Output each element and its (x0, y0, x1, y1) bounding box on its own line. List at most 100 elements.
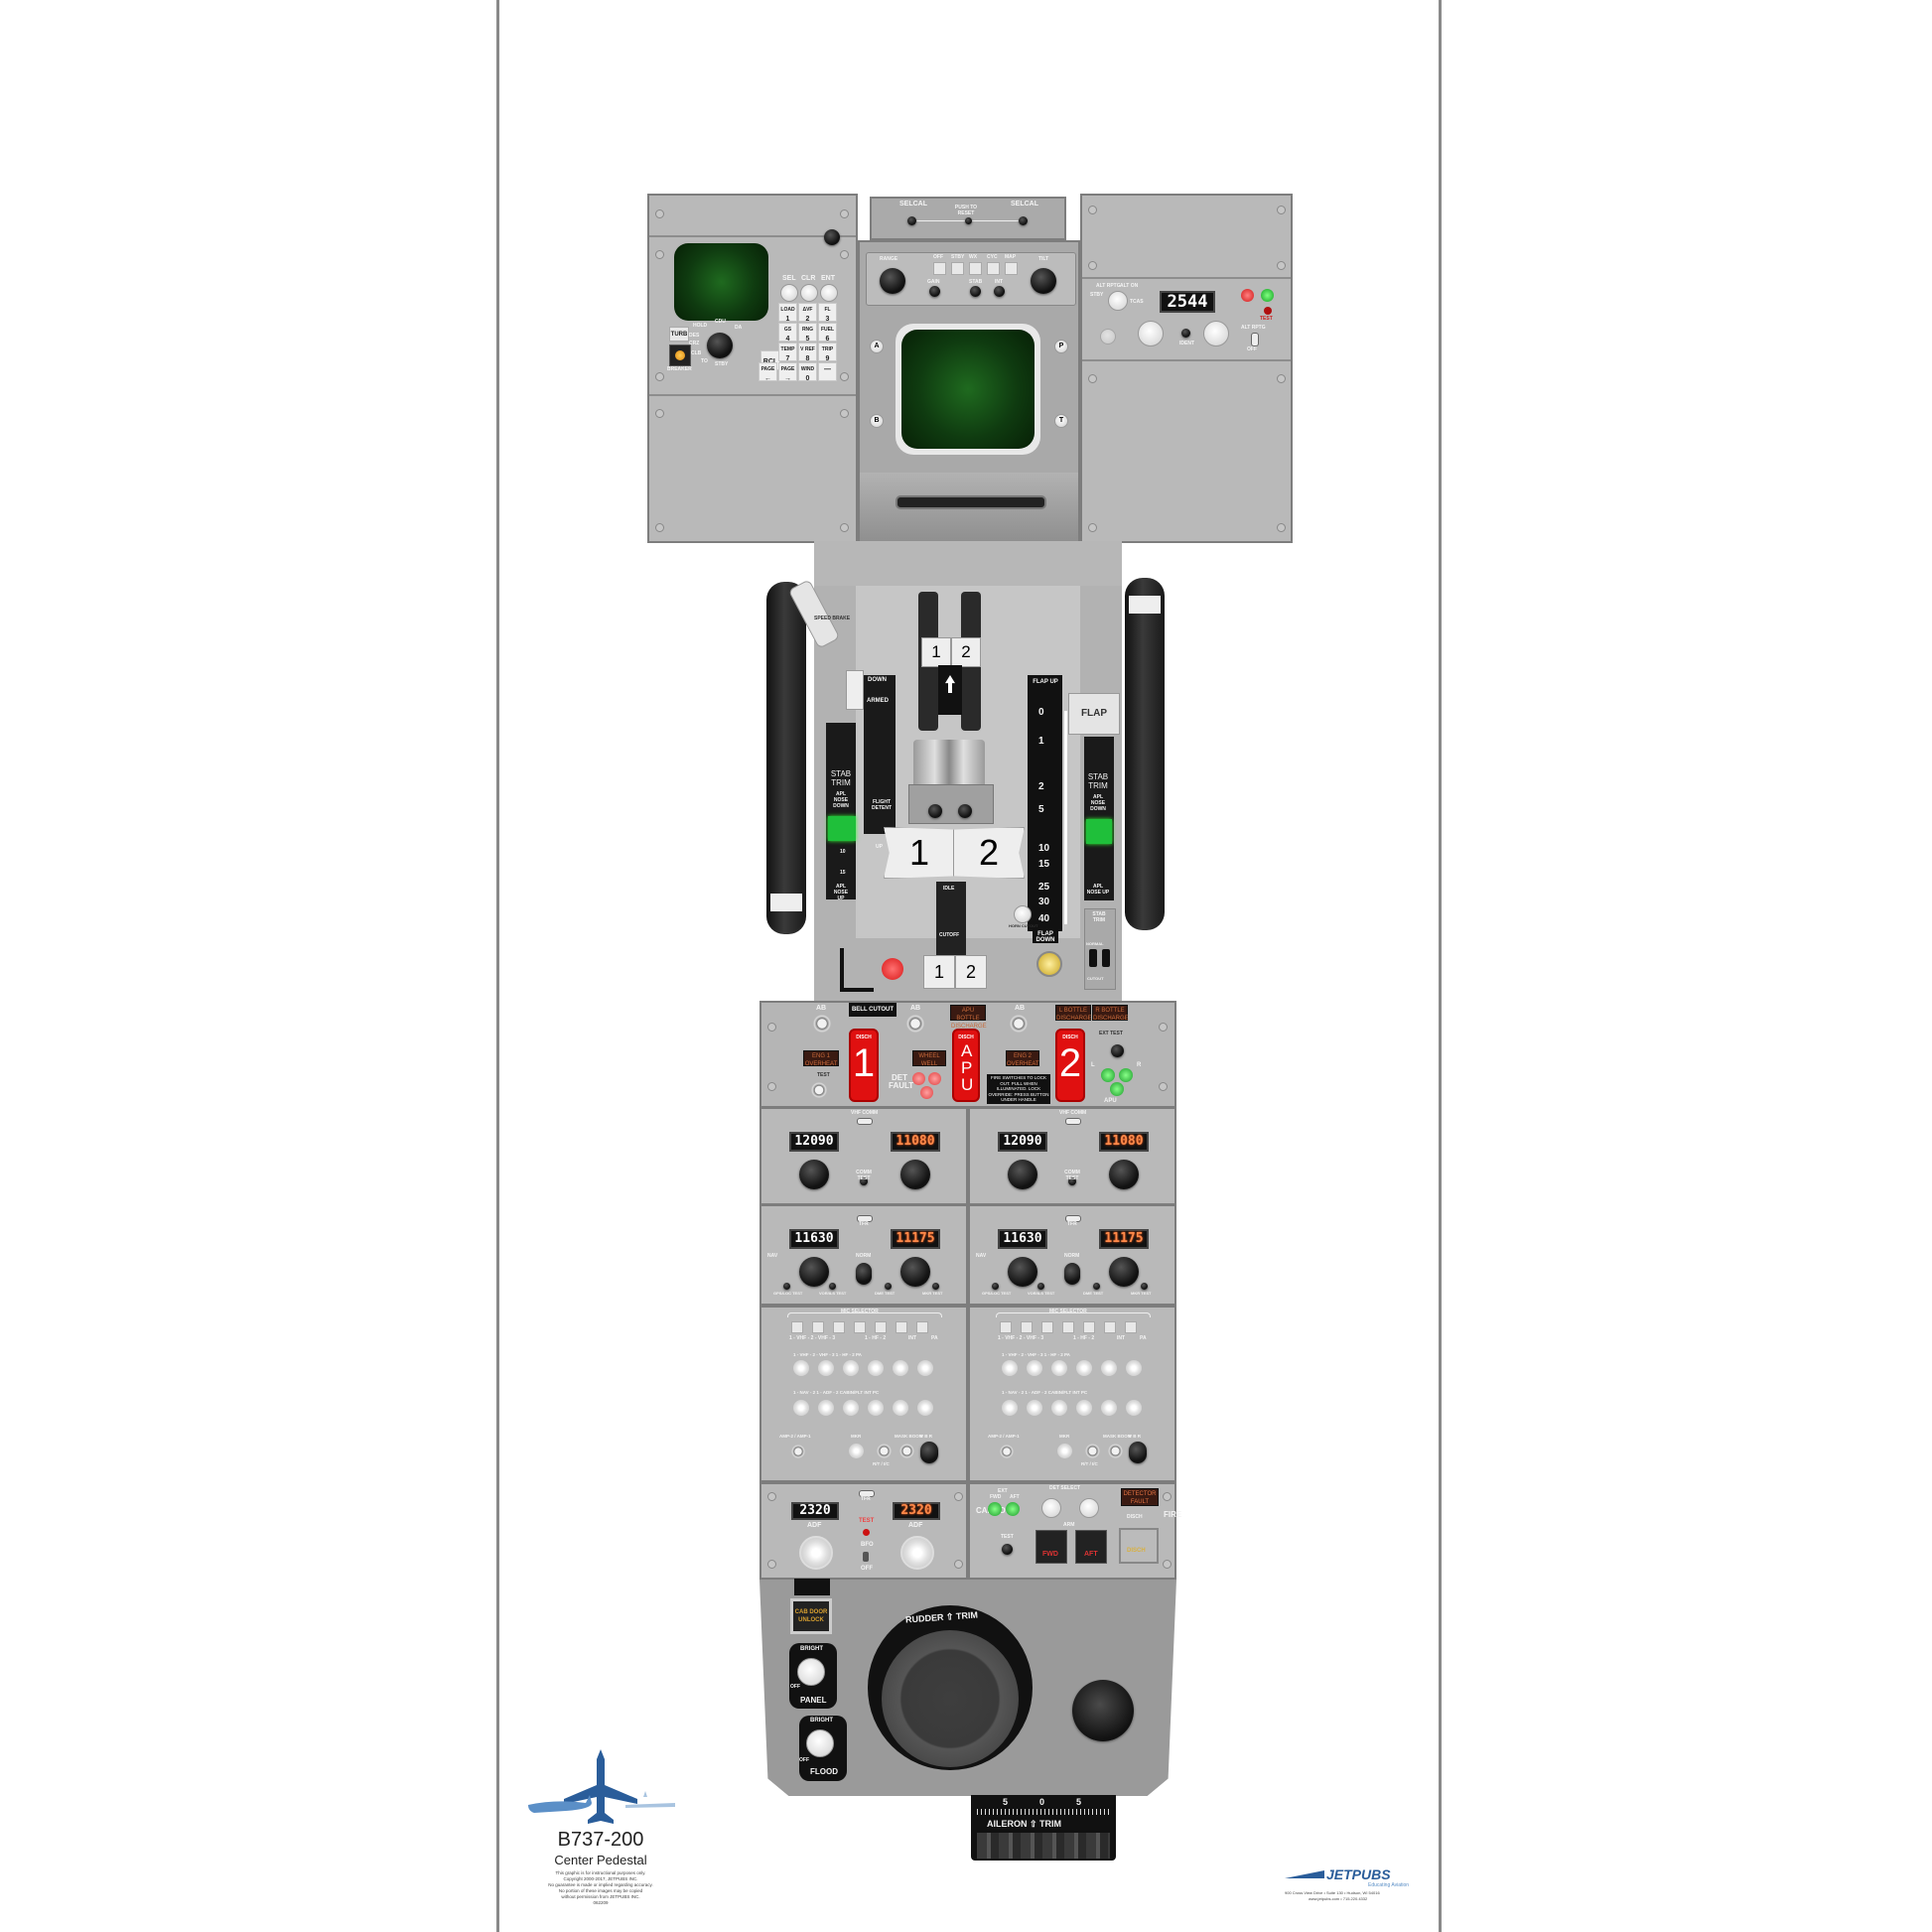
radar-tilt-knob[interactable] (1031, 268, 1056, 294)
aileron-trim-center-knob[interactable] (1072, 1680, 1134, 1741)
stab-trim-main-cutout-switch[interactable] (1089, 949, 1097, 967)
vhf-right-tuning-knob[interactable] (900, 1160, 930, 1189)
vhf-left-tuning-knob[interactable] (799, 1160, 829, 1189)
receiver-volume-button[interactable] (868, 1360, 884, 1376)
mic-select-button[interactable] (833, 1321, 845, 1333)
receiver-volume-button[interactable] (793, 1360, 809, 1376)
adf-right-tuning-knob[interactable] (900, 1536, 934, 1570)
adf-bfo-switch[interactable] (863, 1552, 869, 1562)
xpdr-left-code-knob[interactable] (1138, 321, 1164, 346)
ext-test-switch[interactable] (1111, 1044, 1124, 1057)
panel-light-knob[interactable] (797, 1658, 825, 1686)
mkr-volume-button[interactable] (849, 1444, 864, 1458)
cdu-sel-button[interactable] (780, 284, 798, 302)
cdu-key[interactable]: PAGE← (759, 362, 777, 382)
radar-mode-button-stby[interactable] (951, 262, 964, 275)
mic-select-button[interactable] (1021, 1321, 1033, 1333)
xpdr-mode-knob[interactable] (1108, 291, 1128, 311)
cdu-ent-button[interactable] (820, 284, 838, 302)
receiver-volume-button[interactable] (917, 1400, 933, 1416)
cdu-key[interactable]: — (818, 362, 837, 381)
adf-test-button[interactable] (863, 1529, 870, 1536)
mic-select-button[interactable] (916, 1321, 928, 1333)
adf-left-tuning-knob[interactable] (799, 1536, 833, 1570)
det-select-aft-knob[interactable] (1079, 1498, 1099, 1518)
xpdr-test-button[interactable] (1264, 307, 1272, 315)
receiver-volume-button[interactable] (893, 1360, 908, 1376)
receiver-volume-button[interactable] (1002, 1400, 1018, 1416)
receiver-volume-button[interactable] (1027, 1400, 1042, 1416)
vhf-comm-test-button[interactable] (860, 1177, 868, 1185)
amp-selector-switch[interactable] (1000, 1445, 1014, 1458)
radar-stab-switch[interactable] (970, 286, 981, 297)
nav-test-button[interactable] (783, 1283, 790, 1290)
mic-select-button[interactable] (791, 1321, 803, 1333)
nav-test-button[interactable] (1093, 1283, 1100, 1290)
selcal-reset-button[interactable] (965, 217, 972, 224)
vhf-tfr-switch[interactable] (857, 1118, 873, 1125)
receiver-volume-button[interactable] (818, 1400, 834, 1416)
thrust-lever-1-top[interactable]: 1 (921, 637, 951, 667)
vhf-right-tuning-knob[interactable] (1109, 1160, 1139, 1189)
mic-select-button[interactable] (875, 1321, 887, 1333)
radar-prg-button[interactable]: P (1054, 340, 1068, 353)
reverse-thrust-lever-2[interactable]: 2 (953, 827, 1025, 879)
apu-ab-selector[interactable] (906, 1015, 924, 1033)
xpdr-ident-button[interactable] (1181, 329, 1190, 338)
radar-mode-button-cyc[interactable] (987, 262, 1000, 275)
receiver-volume-button[interactable] (1002, 1360, 1018, 1376)
radar-tst-button[interactable]: T (1054, 414, 1068, 428)
nav-tfr-switch[interactable] (857, 1215, 873, 1222)
autothrottle-disconnect-2[interactable] (958, 804, 972, 818)
mask-boom-switch[interactable] (1108, 1444, 1123, 1458)
cdu-clr-button[interactable] (800, 284, 818, 302)
receiver-volume-button[interactable] (1101, 1400, 1117, 1416)
radar-mode-button-wx[interactable] (969, 262, 982, 275)
filter-vbr-selector[interactable] (920, 1442, 938, 1463)
receiver-volume-button[interactable] (893, 1400, 908, 1416)
flood-light-knob[interactable] (806, 1729, 834, 1757)
xpdr-alt-rptg-switch[interactable] (1251, 333, 1259, 346)
receiver-volume-button[interactable] (1126, 1360, 1142, 1376)
receiver-volume-button[interactable] (793, 1400, 809, 1416)
nav-left-tuning-knob[interactable] (1008, 1257, 1037, 1287)
vhf-left-tuning-knob[interactable] (1008, 1160, 1037, 1189)
receiver-volume-button[interactable] (1126, 1400, 1142, 1416)
det-select-fwd-knob[interactable] (1041, 1498, 1061, 1518)
parking-brake-handle[interactable] (840, 948, 874, 992)
reverse-thrust-lever-1[interactable]: 1 (884, 827, 955, 879)
filter-vbr-selector[interactable] (1129, 1442, 1147, 1463)
radar-int-knob[interactable] (994, 286, 1005, 297)
mask-boom-switch[interactable] (899, 1444, 914, 1458)
nav-test-button[interactable] (1141, 1283, 1148, 1290)
nav-tfr-switch[interactable] (1065, 1215, 1081, 1222)
mic-select-button[interactable] (1083, 1321, 1095, 1333)
ovht-det-test-switch[interactable] (811, 1082, 827, 1098)
nav-test-button[interactable] (885, 1283, 892, 1290)
autothrottle-disconnect-1[interactable] (928, 804, 942, 818)
nav-test-button[interactable] (829, 1283, 836, 1290)
selcal-1-light[interactable] (907, 216, 916, 225)
radar-gain-knob[interactable] (929, 286, 940, 297)
radar-brt-button[interactable]: B (870, 414, 884, 428)
rt-ic-switch[interactable] (877, 1444, 892, 1458)
eng2-ab-selector[interactable] (1010, 1015, 1028, 1033)
mic-select-button[interactable] (1125, 1321, 1137, 1333)
receiver-volume-button[interactable] (917, 1360, 933, 1376)
cargo-aft-arm-switch[interactable]: AFT (1075, 1530, 1107, 1564)
cargo-fwd-arm-switch[interactable]: FWD (1035, 1530, 1067, 1564)
receiver-volume-button[interactable] (843, 1360, 859, 1376)
nav-test-button[interactable] (932, 1283, 939, 1290)
nav-test-button[interactable] (1037, 1283, 1044, 1290)
nav-left-tuning-knob[interactable] (799, 1257, 829, 1287)
vhf-comm-test-button[interactable] (1068, 1177, 1076, 1185)
bell-cutout-button[interactable]: BELL CUTOUT (849, 1003, 897, 1017)
